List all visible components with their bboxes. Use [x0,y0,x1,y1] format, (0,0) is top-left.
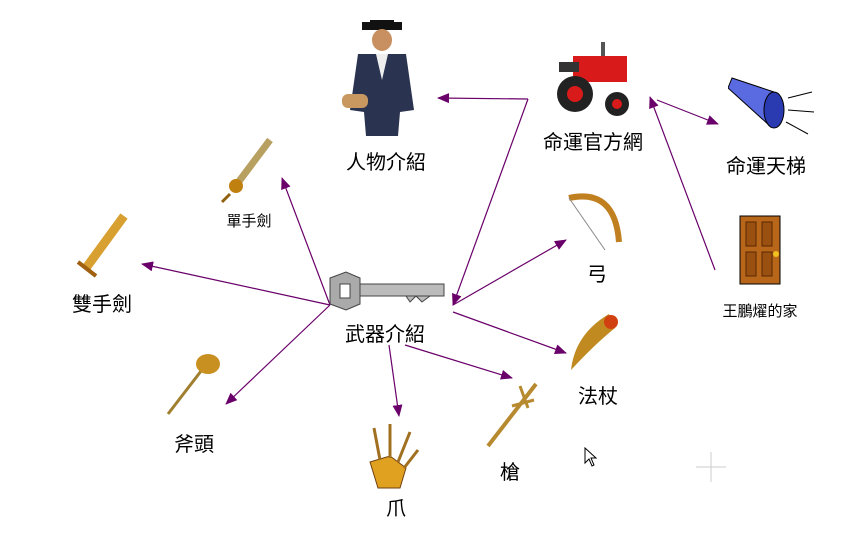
tractor-icon[interactable] [553,42,633,120]
arrow-to-ladder [656,99,719,125]
staff-icon[interactable] [565,304,625,374]
claw-icon[interactable] [360,422,422,492]
node-one-hand-sword[interactable]: 單手劍 [226,212,272,230]
arrow-to-claw [388,344,403,417]
mouse-cursor-icon [584,447,598,467]
one-hand-sword-icon[interactable] [218,136,278,206]
arrow-to-axe [225,304,331,405]
node-ladder[interactable]: 命運天梯 [726,154,806,178]
node-official-site[interactable]: 命運官方網 [543,130,643,154]
node-staff[interactable]: 法杖 [578,384,618,408]
node-bow[interactable]: 弓 [587,262,607,286]
bow-icon[interactable] [565,188,625,254]
two-hand-sword-icon[interactable] [72,212,132,282]
arrow-to-bow [452,239,567,306]
node-axe[interactable]: 斧頭 [174,432,214,456]
node-two-hand-sword[interactable]: 雙手劍 [72,292,132,316]
arrow-to-one-hand-sword [281,177,331,306]
arrow-to-two-hand-sword [141,261,331,306]
arrow-to-official-site [649,96,716,271]
arrow-to-staff [452,311,567,354]
arrow-to-spear [404,344,513,380]
node-characters[interactable]: 人物介紹 [346,150,426,174]
arrow-to-characters [437,93,529,104]
node-home[interactable]: 王鵬燿的家 [722,302,798,320]
node-weapons[interactable]: 武器介紹 [345,322,425,346]
key-icon[interactable] [326,270,450,312]
megaphone-icon[interactable] [728,70,818,150]
arrow-to-weapons [452,98,529,306]
node-spear[interactable]: 槍 [500,460,520,484]
spear-icon[interactable] [482,380,542,452]
door-icon[interactable] [736,214,786,286]
axe-icon[interactable] [164,348,228,418]
node-claw[interactable]: 爪 [386,496,406,520]
man-icon[interactable] [340,20,440,138]
crosshair-icon [696,452,726,482]
